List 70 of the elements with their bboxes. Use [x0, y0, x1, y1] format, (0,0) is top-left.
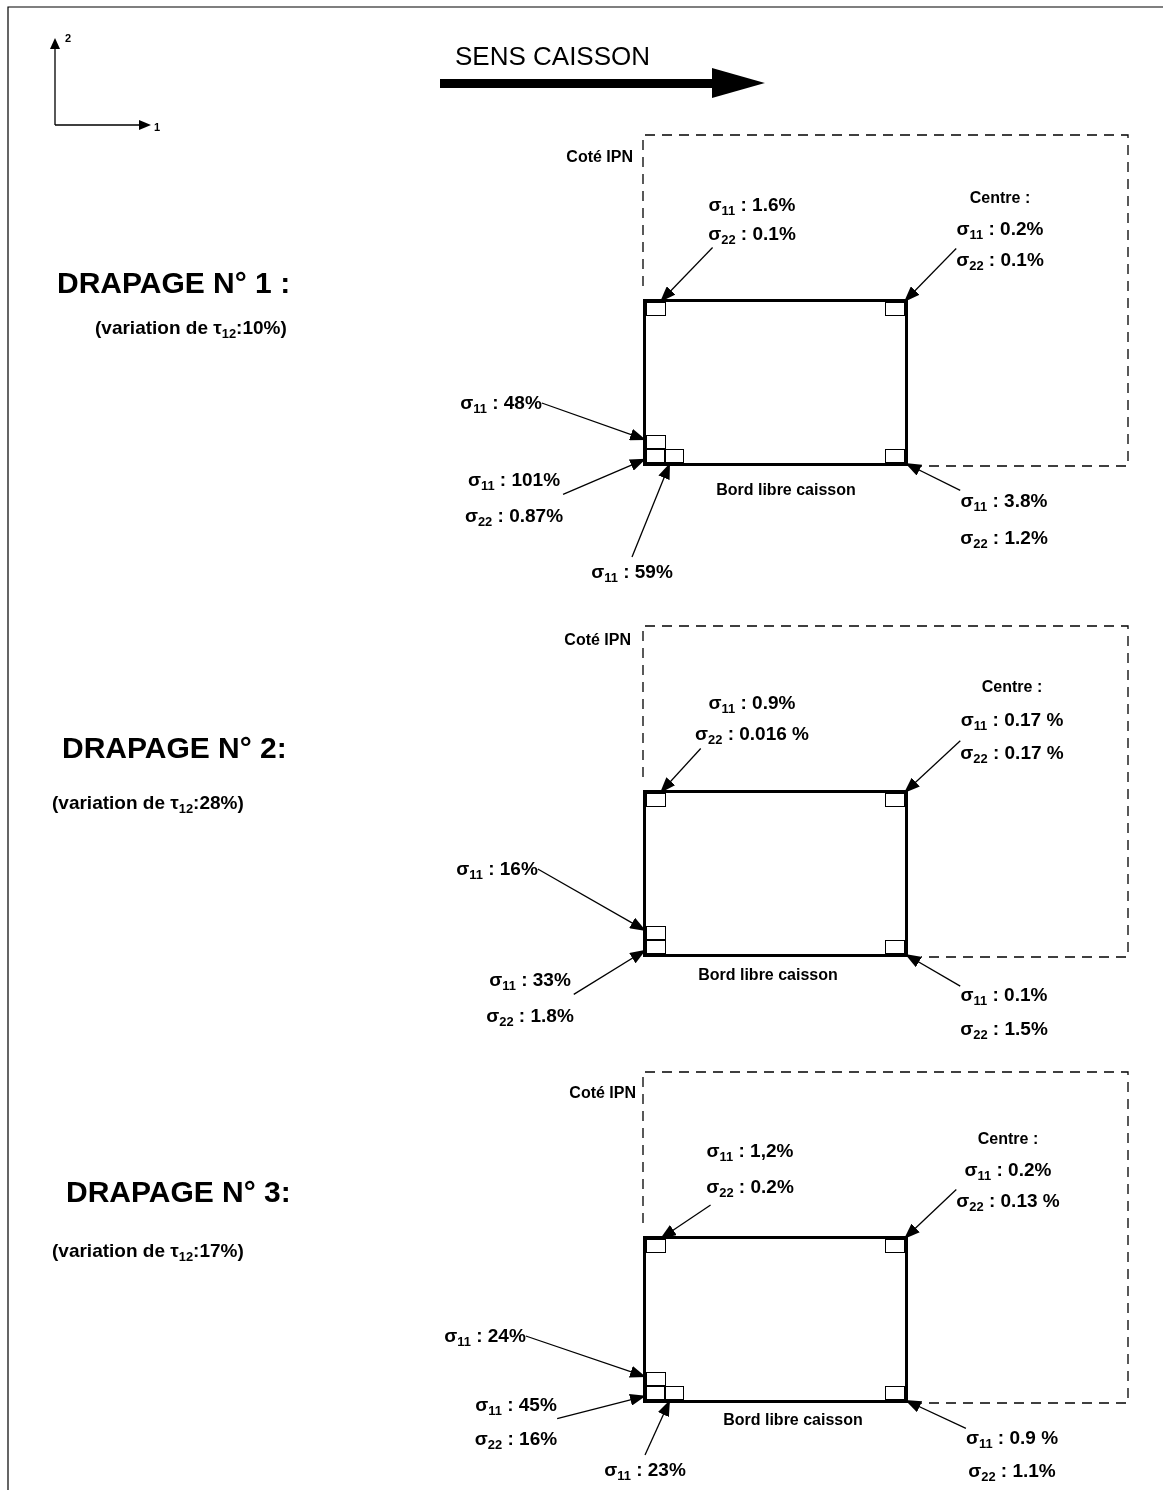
corner-square	[885, 1386, 905, 1400]
stress-value: σ$_{11}$ : 45%	[474, 1393, 558, 1420]
side-label: Coté IPN	[566, 147, 633, 167]
stress-value: σ$_{22}$ : 1.8%	[486, 1004, 574, 1031]
corner-square	[885, 302, 905, 316]
corner-square	[664, 1386, 684, 1400]
stress-value: σ$_{22}$ : 1.1%	[967, 1458, 1057, 1486]
stress-value: σ$_{11}$ : 0.9 %	[965, 1425, 1059, 1453]
stress-value: σ$_{22}$ : 0.016 %	[695, 721, 809, 749]
corner-square	[646, 1239, 666, 1253]
stress-value: σ$_{11}$ : 48%	[460, 391, 542, 418]
direction-label: SENS CAISSON	[455, 42, 651, 72]
side-label: Coté IPN	[569, 1083, 636, 1103]
corner-square	[646, 435, 666, 449]
stress-value: σ$_{11}$ : 16%	[456, 857, 538, 884]
axis-label: 2	[65, 31, 72, 45]
panel-rectangle	[643, 299, 908, 466]
stress-value: σ$_{11}$ : 3.8%	[960, 488, 1048, 516]
corner-square	[664, 449, 684, 463]
stress-value: σ$_{22}$ : 0.17 %	[960, 740, 1064, 768]
heading: Centre :	[980, 676, 1044, 697]
section-subtitle: (variation de τ$_{12}$:10%)	[95, 317, 287, 339]
corner-square	[885, 940, 905, 954]
axis-label: 1	[154, 120, 161, 134]
corner-square	[646, 449, 666, 463]
section-title: DRAPAGE N° 2:	[62, 730, 287, 766]
arrow	[903, 1188, 957, 1240]
stress-value: σ$_{22}$ : 16%	[474, 1427, 558, 1454]
stress-value: σ$_{11}$ : 0.9%	[707, 690, 797, 718]
stress-value: σ$_{22}$ : 0.1%	[708, 221, 796, 248]
stress-value: σ$_{11}$ : 0.1%	[960, 983, 1048, 1010]
corner-square	[885, 793, 905, 807]
corner-square	[646, 1372, 666, 1386]
edge-caption: Bord libre caisson	[698, 966, 838, 984]
stress-value: σ$_{11}$ : 0.2%	[963, 1157, 1053, 1185]
edge-caption: Bord libre caisson	[716, 481, 856, 499]
heading: Centre :	[968, 187, 1032, 208]
stress-value: σ$_{11}$ : 0.2%	[956, 216, 1044, 244]
arrow	[903, 247, 957, 303]
section-title: DRAPAGE N° 3:	[66, 1174, 291, 1210]
section-title: DRAPAGE N° 1 :	[57, 265, 291, 301]
corner-square	[885, 1239, 905, 1253]
corner-square	[646, 793, 666, 807]
stress-value: σ$_{11}$ : 23%	[604, 1458, 686, 1485]
stress-value: σ$_{22}$ : 1.5%	[960, 1017, 1048, 1044]
panel-rectangle	[643, 1236, 908, 1403]
heading: Centre :	[976, 1128, 1040, 1149]
stress-value: σ$_{22}$ : 0.13 %	[956, 1188, 1060, 1216]
section-subtitle: (variation de τ$_{12}$:17%)	[52, 1240, 244, 1262]
corner-square	[885, 449, 905, 463]
arrow	[903, 740, 961, 794]
stress-value: σ$_{11}$ : 59%	[591, 560, 673, 587]
corner-square	[646, 940, 666, 954]
stress-value: σ$_{11}$ : 1,2%	[706, 1139, 794, 1166]
stress-value: σ$_{11}$ : 24%	[444, 1324, 526, 1351]
corner-square	[646, 302, 666, 316]
section-subtitle: (variation de τ$_{12}$:28%)	[52, 792, 244, 814]
stress-value: σ$_{11}$ : 0.17 %	[960, 707, 1064, 735]
stress-value: σ$_{22}$ : 0.1%	[956, 247, 1044, 275]
corner-square	[646, 926, 666, 940]
stress-value: σ$_{22}$ : 1.2%	[960, 525, 1048, 553]
stress-value: σ$_{11}$ : 101%	[466, 468, 562, 495]
panel-rectangle	[643, 790, 908, 957]
corner-square	[646, 1386, 666, 1400]
stress-value: σ$_{11}$ : 1.6%	[708, 192, 796, 219]
side-label: Coté IPN	[564, 630, 631, 650]
stress-value: σ$_{22}$ : 0.2%	[706, 1175, 794, 1202]
stress-value: σ$_{11}$ : 33%	[488, 968, 572, 995]
stress-value: σ$_{22}$ : 0.87%	[464, 504, 564, 531]
edge-caption: Bord libre caisson	[723, 1411, 863, 1429]
